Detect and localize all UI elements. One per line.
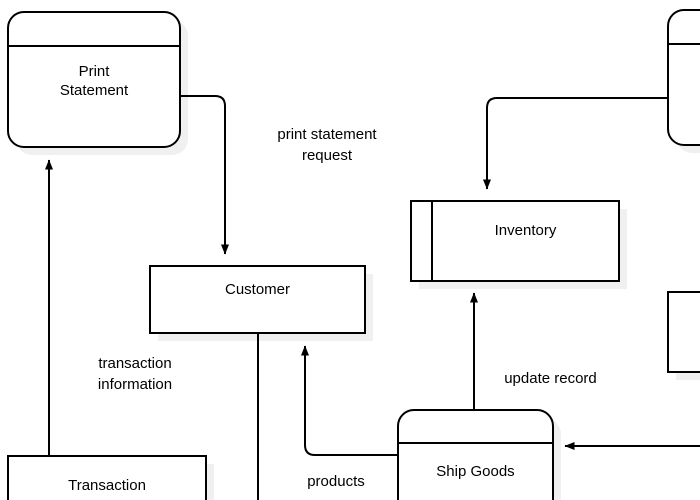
edge-print-statement-request[interactable] [180,95,229,255]
node-inventory[interactable] [410,200,620,282]
connectors [45,95,700,500]
node-shapes [7,9,700,500]
node-customer[interactable] [149,265,366,334]
node-transaction[interactable] [7,455,207,500]
node-top-right-process[interactable] [667,9,700,146]
edge-products[interactable] [301,345,398,456]
node-print-statement[interactable] [7,11,181,148]
node-ship-goods[interactable] [397,409,554,500]
edge-inventory-inflow[interactable] [483,97,668,190]
node-right-store[interactable] [667,291,700,373]
